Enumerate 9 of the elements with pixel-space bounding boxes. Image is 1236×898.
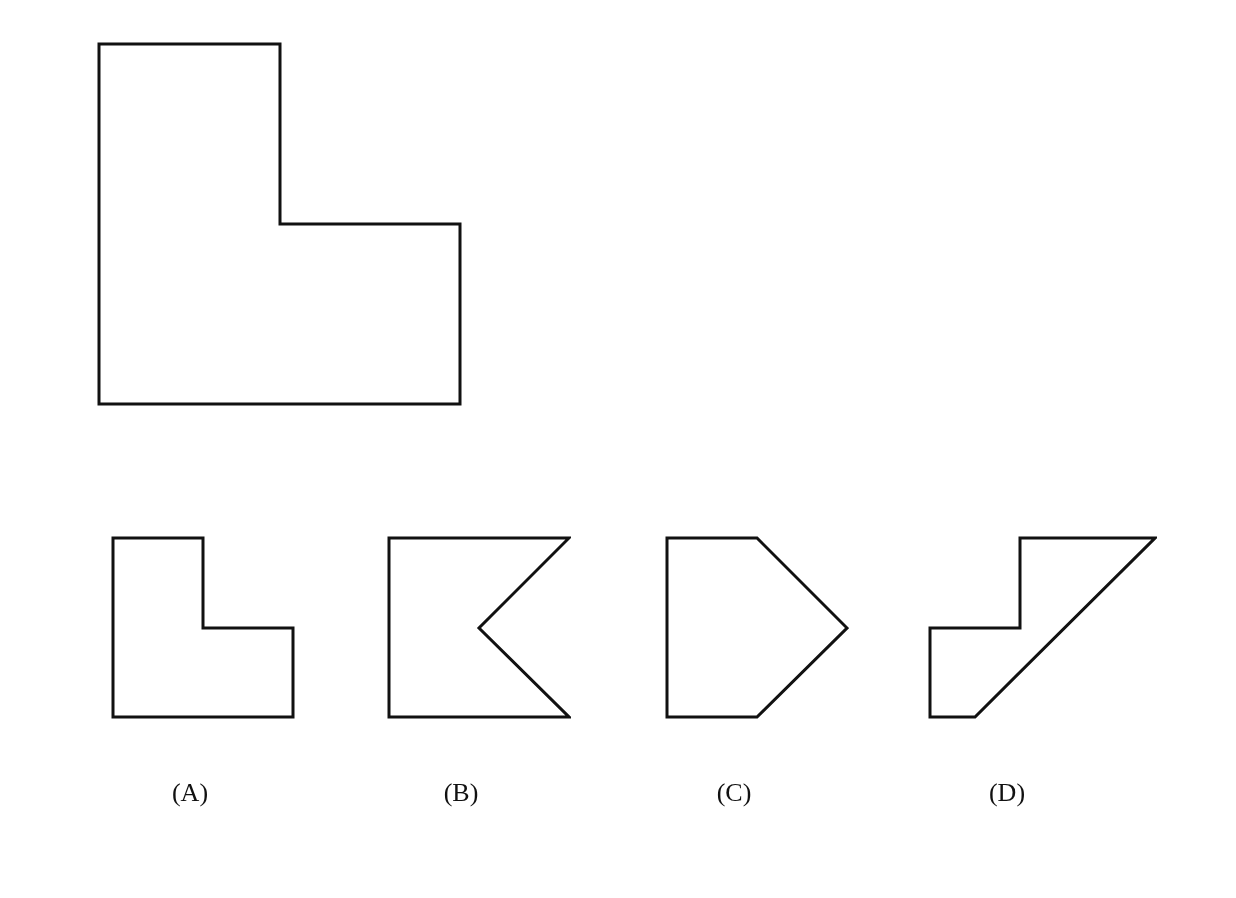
l-shape-option: [111, 536, 295, 719]
step-shape-option: [928, 536, 1157, 719]
pentagon-shape-option: [665, 536, 849, 719]
option-label: (C): [716, 780, 752, 806]
option-label: (D): [988, 780, 1026, 806]
option-label: (B): [443, 780, 479, 806]
option-label: (A): [171, 780, 209, 806]
notched-shape-option: [387, 536, 571, 719]
l-shape-figure: [97, 42, 462, 406]
